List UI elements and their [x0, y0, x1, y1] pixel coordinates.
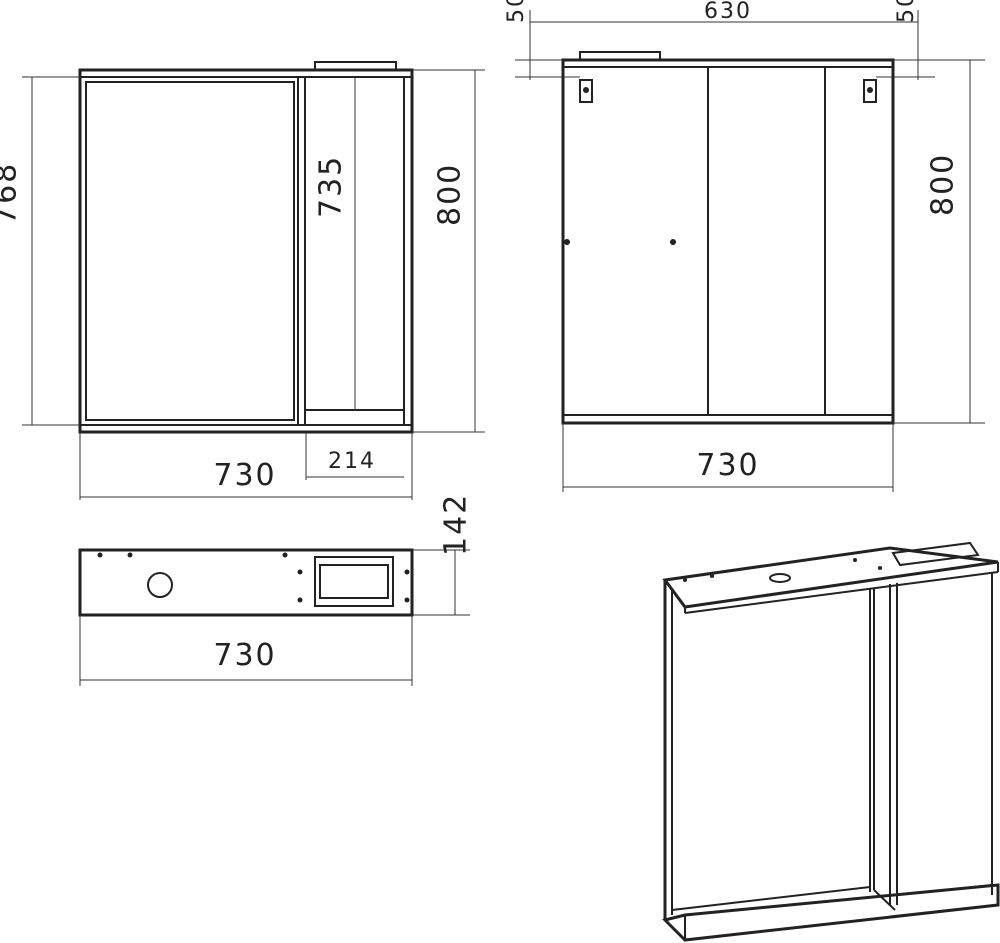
- dim-142: 142: [438, 493, 473, 556]
- front-view: 768 735 800 730 214: [0, 61, 485, 500]
- dim-214: 214: [328, 449, 376, 474]
- dim-50-right: 50: [894, 0, 919, 23]
- dim-735: 735: [313, 155, 348, 218]
- back-view: 630 50 50 800 730: [504, 0, 985, 492]
- dim-800-front: 800: [432, 163, 467, 226]
- hanger-right-icon: [863, 79, 877, 103]
- dim-730-back: 730: [696, 448, 759, 483]
- dim-730-front: 730: [213, 458, 276, 493]
- isometric-view: [662, 541, 1000, 942]
- hanger-left-icon: [579, 79, 593, 103]
- top-view: 142 730: [78, 493, 473, 686]
- dim-768: 768: [0, 162, 23, 225]
- dim-50-left: 50: [504, 0, 529, 23]
- dim-630: 630: [704, 0, 752, 24]
- dim-730-top: 730: [213, 638, 276, 673]
- dim-800-back: 800: [925, 153, 960, 216]
